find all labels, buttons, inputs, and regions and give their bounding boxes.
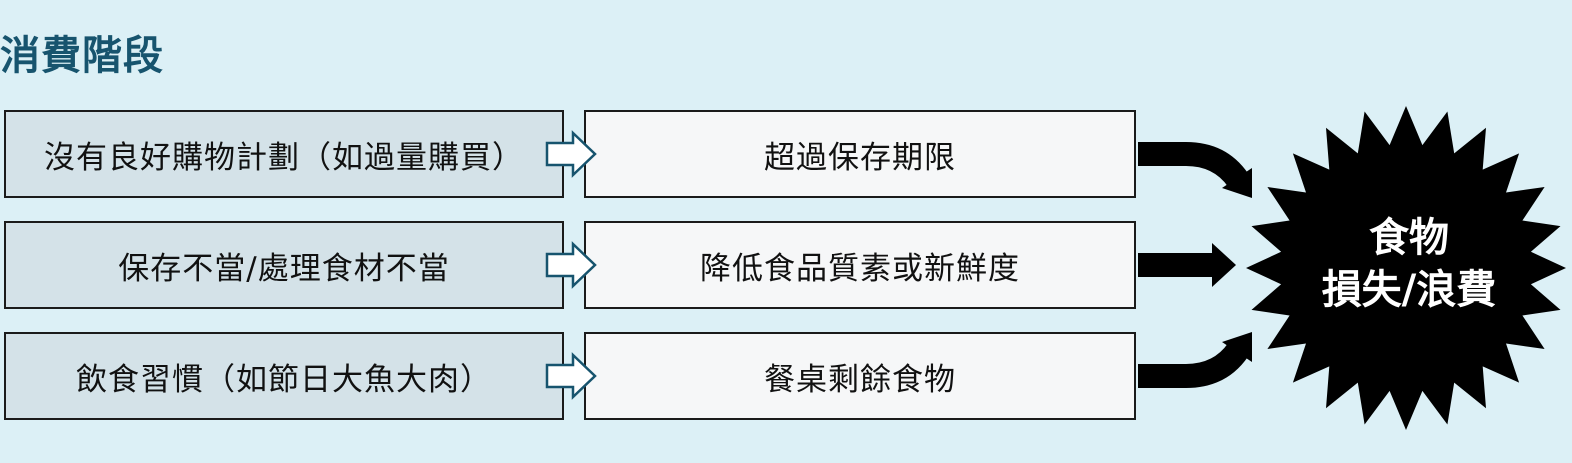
straight-arrow-shaft [1138,253,1214,277]
arrowhead-middle [1212,243,1236,287]
cause-label-1: 沒有良好購物計劃（如過量購買） [44,139,524,176]
page-title: 消費階段 [0,33,164,79]
effect-box-1: 超過保存期限 [584,110,1136,198]
curved-arrow-bottom [1138,342,1248,388]
outcome-line-1: 食物 [1369,215,1449,261]
hollow-arrow-2 [545,241,597,289]
outcome-label: 食物 損失/浪費 [1244,212,1572,316]
starburst-shape [1246,106,1566,430]
hollow-arrow-3 [545,352,597,400]
effect-label-3: 餐桌剩餘食物 [764,361,956,398]
arrowhead-top [1222,168,1252,198]
effect-label-1: 超過保存期限 [764,139,956,176]
effect-box-2: 降低食品質素或新鮮度 [584,221,1136,309]
effect-label-2: 降低食品質素或新鮮度 [700,250,1020,287]
curved-arrow-top [1138,142,1248,188]
cause-label-3: 飲食習慣（如節日大魚大肉） [76,361,492,398]
cause-box-1: 沒有良好購物計劃（如過量購買） [4,110,564,198]
outcome-line-2: 損失/浪費 [1321,267,1497,313]
effect-box-3: 餐桌剩餘食物 [584,332,1136,420]
cause-box-3: 飲食習慣（如節日大魚大肉） [4,332,564,420]
hollow-arrow-1 [545,130,597,178]
cause-box-2: 保存不當/處理食材不當 [4,221,564,309]
cause-label-2: 保存不當/處理食材不當 [118,250,450,287]
arrowhead-bottom [1222,332,1252,362]
